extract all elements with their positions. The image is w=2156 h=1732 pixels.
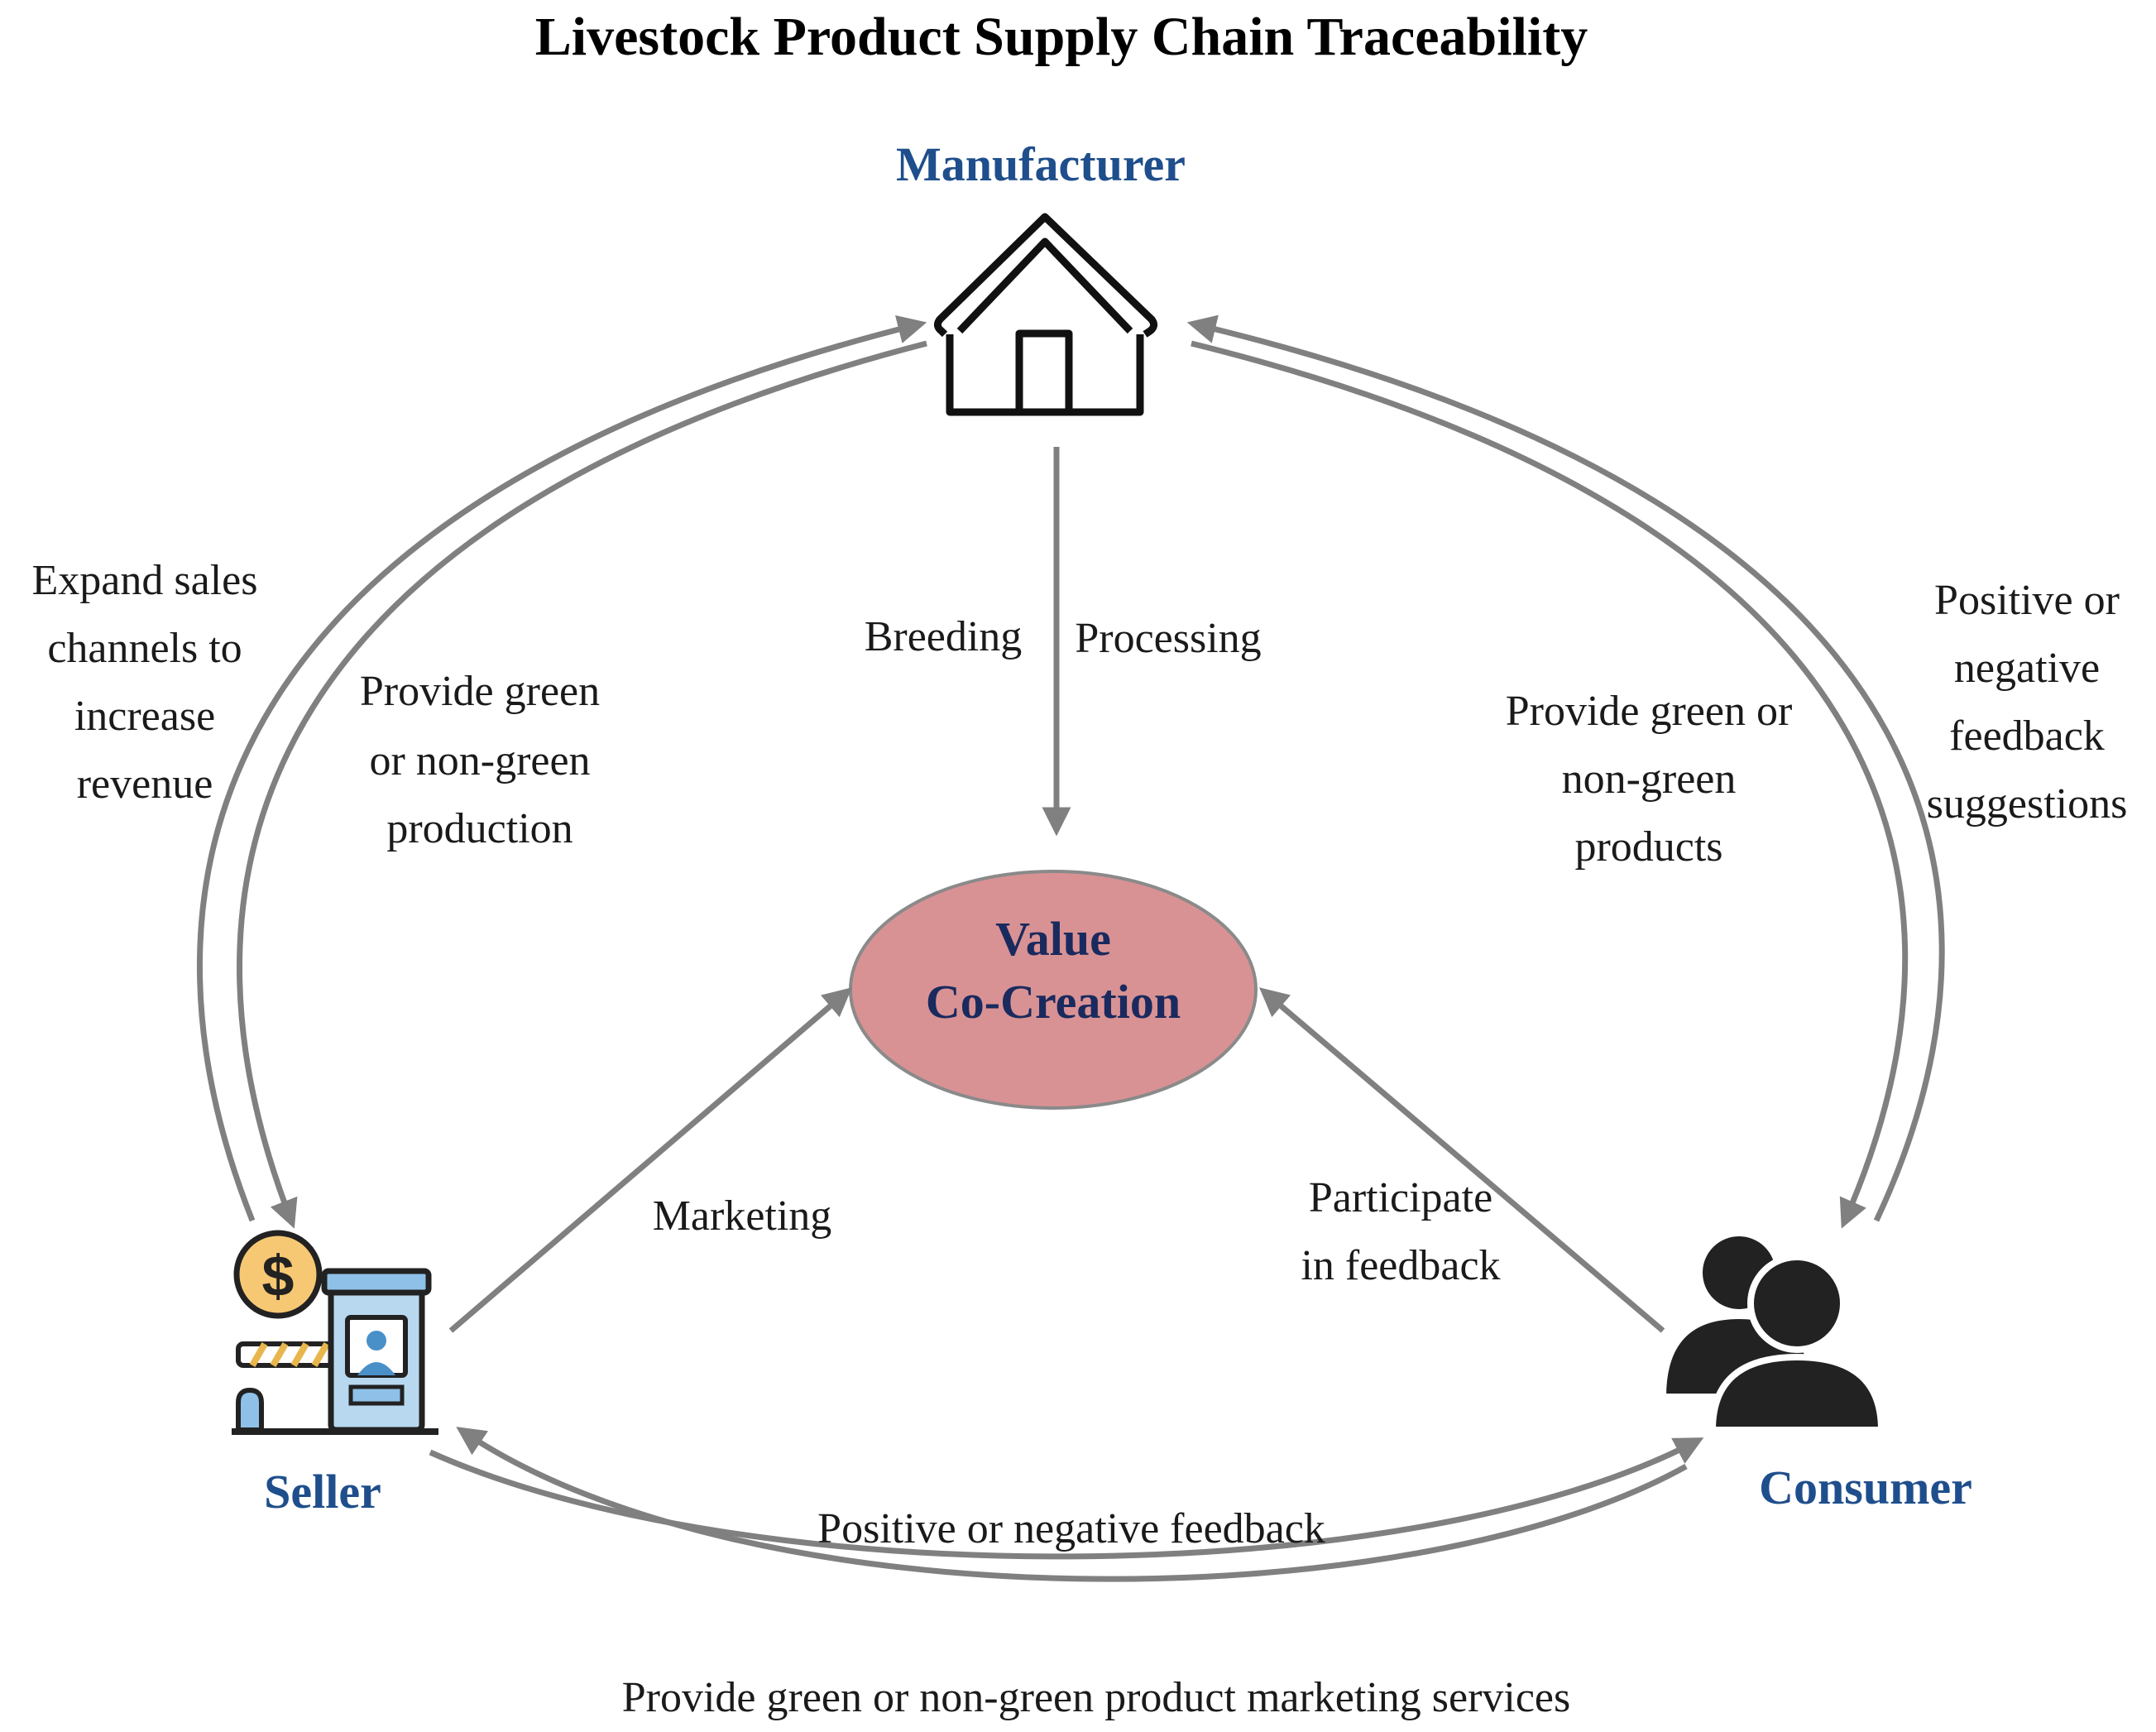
arrow-consumer-to-center xyxy=(1258,987,1665,1333)
provide-production-label-line1: Provide green xyxy=(360,668,600,715)
expand-sales-label-line4: revenue xyxy=(77,760,213,808)
arrow-consumer-to-manufacturer xyxy=(1186,314,1945,1222)
bottom-feedback-label: Positive or negative feedback xyxy=(817,1505,1325,1552)
diagram-title: Livestock Product Supply Chain Traceabil… xyxy=(535,7,1588,67)
provide-production-label-line2: or non-green xyxy=(369,737,590,784)
provide-products-label-line1: Provide green or xyxy=(1506,688,1793,735)
consumer-feedback-label-line3: feedback xyxy=(1949,712,2105,760)
provide-products-label-line2: non-green xyxy=(1562,756,1737,803)
consumer-label: Consumer xyxy=(1759,1461,1972,1514)
consumer-feedback-label-line1: Positive or xyxy=(1934,577,2120,624)
value-co-creation-line1: Value xyxy=(995,912,1111,966)
expand-sales-label-line2: channels to xyxy=(47,625,242,672)
toll-booth-with-dollar-coin-icon: $ xyxy=(232,1230,438,1435)
arrow-manufacturer-to-seller xyxy=(237,340,927,1229)
breeding-label: Breeding xyxy=(865,613,1023,660)
house-icon xyxy=(933,213,1158,416)
expand-sales-label-line3: increase xyxy=(74,693,215,740)
arrow-manufacturer-to-consumer xyxy=(1191,340,1909,1229)
arrow-seller-to-consumer xyxy=(429,1437,1704,1560)
arrow-seller-to-center xyxy=(448,987,852,1333)
participate-label-line1: Participate xyxy=(1309,1174,1492,1221)
participate-label-line2: in feedback xyxy=(1301,1242,1500,1289)
value-co-creation-line2: Co-Creation xyxy=(926,975,1181,1029)
users-group-icon xyxy=(1659,1230,1885,1433)
svg-text:$: $ xyxy=(262,1244,295,1308)
manufacturer-label: Manufacturer xyxy=(896,137,1186,191)
arrow-consumer-to-seller xyxy=(456,1427,1688,1582)
marketing-label: Marketing xyxy=(653,1192,832,1240)
bottom-services-label: Provide green or non-green product marke… xyxy=(622,1674,1571,1721)
consumer-feedback-label-line2: negative xyxy=(1954,645,2100,692)
seller-label: Seller xyxy=(264,1465,381,1518)
expand-sales-label-line1: Expand sales xyxy=(32,557,258,604)
consumer-feedback-label-line4: suggestions xyxy=(1927,780,2128,828)
processing-label: Processing xyxy=(1075,615,1261,662)
arrow-seller-to-manufacturer xyxy=(197,314,927,1222)
provide-production-label-line3: production xyxy=(386,805,573,852)
provide-products-label-line3: products xyxy=(1574,823,1722,871)
